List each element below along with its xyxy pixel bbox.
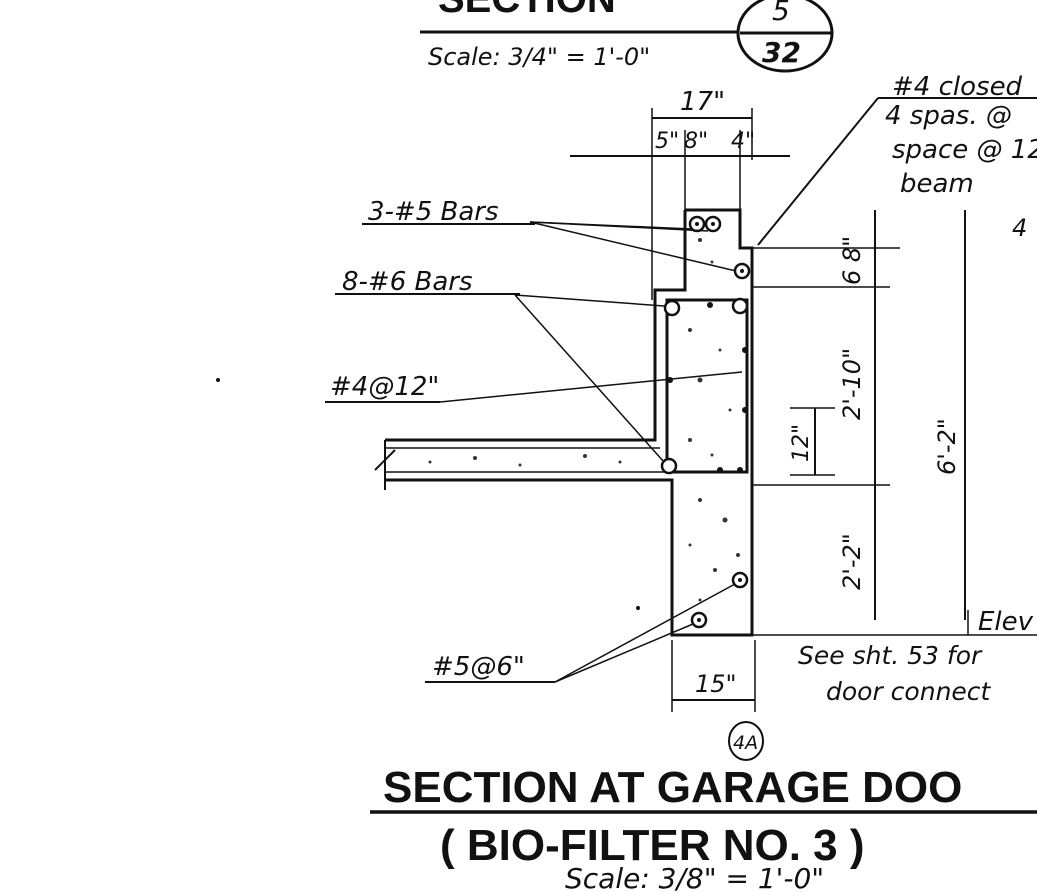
closed-stirrup-note: #4 closed 4 spas. @ space @ 12 beam 4 — [757, 72, 1037, 246]
svg-text:5": 5" — [655, 129, 679, 154]
svg-text:17": 17" — [680, 87, 725, 117]
bottom-bars-callout: #5@6" — [425, 583, 736, 683]
top-dimensions: 17" 5" 8" 4" — [570, 87, 790, 300]
drawing-scale: Scale: 3/8" = 1'-0" — [565, 862, 824, 892]
bottom-dimension: 15" — [671, 640, 756, 712]
elev-label: Elev — [978, 607, 1034, 637]
svg-text:12": 12" — [789, 424, 814, 462]
svg-text:beam: beam — [900, 169, 974, 199]
section-ref-bottom: 32 — [762, 36, 801, 69]
section-label: SECTION — [438, 0, 616, 21]
vertical-dimensions: 6 8" 2'-10" 2'-2" 6'-2" 12" — [752, 210, 1037, 636]
svg-text:8": 8" — [684, 129, 708, 154]
drawing-title: SECTION AT GARAGE DOO — [383, 763, 962, 812]
svg-text:6 8": 6 8" — [838, 236, 866, 285]
header-scale: Scale: 3/4" = 1'-0" — [428, 43, 650, 71]
door-connection-note: See sht. 53 for door connect — [798, 641, 992, 706]
concrete-section — [374, 208, 754, 637]
svg-text:#4@12": #4@12" — [330, 372, 439, 402]
svg-text:4": 4" — [731, 129, 755, 154]
detail-ref-label: 4A — [733, 732, 758, 754]
section-ref-top: 5 — [772, 0, 790, 27]
stirrup-callout: #4@12" — [325, 371, 743, 403]
rebar-callout-5-bars: 3-#5 Bars — [362, 197, 737, 272]
svg-text:2'-10": 2'-10" — [838, 348, 866, 420]
drawing-subtitle: ( BIO-FILTER NO. 3 ) — [440, 821, 865, 870]
svg-text:8-#6 Bars: 8-#6 Bars — [342, 267, 473, 297]
svg-text:3-#5 Bars: 3-#5 Bars — [368, 197, 499, 227]
svg-text:door connect: door connect — [826, 677, 992, 706]
svg-text:4: 4 — [1012, 214, 1027, 242]
svg-text:space @ 12: space @ 12 — [892, 135, 1037, 165]
section-ref-bubble — [736, 0, 834, 73]
svg-text:#5@6": #5@6" — [432, 652, 525, 682]
rebar-callout-6-bars: 8-#6 Bars — [335, 267, 665, 463]
svg-text:15": 15" — [695, 670, 737, 698]
svg-text:6'-2": 6'-2" — [933, 418, 961, 475]
svg-text:2'-2": 2'-2" — [838, 533, 866, 590]
svg-text:4 spas. @: 4 spas. @ — [885, 101, 1012, 131]
svg-text:See sht. 53 for: See sht. 53 for — [798, 641, 983, 670]
detail-ref-bubble — [728, 721, 764, 761]
